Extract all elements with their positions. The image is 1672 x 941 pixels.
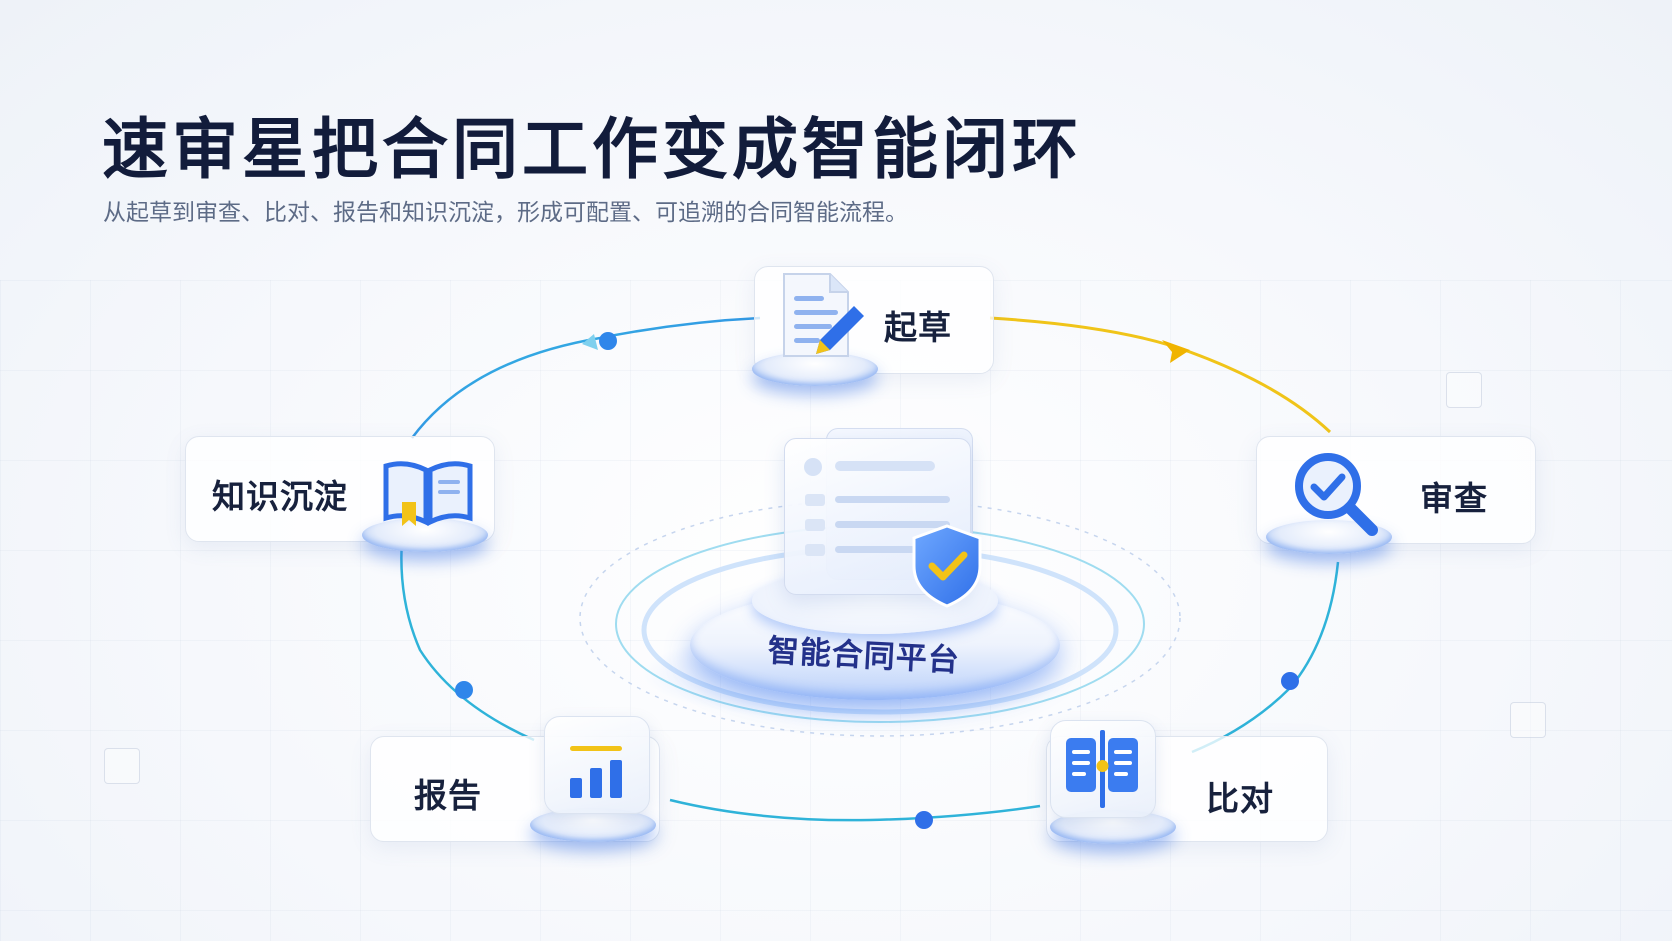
node-label-knowledge: 知识沉淀 xyxy=(212,478,348,515)
shield-check-icon xyxy=(912,524,982,608)
ring-segment-draft-review xyxy=(989,316,1332,434)
decorative-cube xyxy=(1446,372,1482,408)
node-label-draft: 起草 xyxy=(884,309,952,346)
ring-segment-review-compare xyxy=(1191,561,1340,754)
ring-segment-compare-report xyxy=(669,798,1041,822)
ring-dot xyxy=(599,332,617,350)
platform-document xyxy=(784,438,971,595)
page-title: 速审星把合同工作变成智能闭环 xyxy=(102,112,1082,186)
ring-dot xyxy=(915,811,933,829)
ring-segment-knowledge-draft xyxy=(410,316,761,439)
node-label-report: 报告 xyxy=(414,777,482,814)
open-book-icon xyxy=(383,461,473,527)
decorative-cube xyxy=(104,748,140,784)
ring-segment-report-knowledge xyxy=(400,539,535,742)
ring-dot xyxy=(455,681,473,699)
bar-chart-icon xyxy=(570,746,622,798)
node-label-compare: 比对 xyxy=(1206,780,1274,817)
decorative-cube xyxy=(1510,702,1546,738)
node-label-review: 审查 xyxy=(1420,480,1488,517)
flow-arrow xyxy=(1162,340,1190,363)
page-subtitle: 从起草到审查、比对、报告和知识沉淀，形成可配置、可追溯的合同智能流程。 xyxy=(103,199,908,225)
ring-dot xyxy=(1281,672,1299,690)
flow-arrow xyxy=(582,334,598,350)
document-pen-icon xyxy=(783,273,864,357)
split-documents-icon xyxy=(1066,730,1138,808)
magnifier-check-icon xyxy=(1295,453,1378,536)
document-lines-icon xyxy=(804,458,950,556)
pedestal xyxy=(752,352,878,386)
